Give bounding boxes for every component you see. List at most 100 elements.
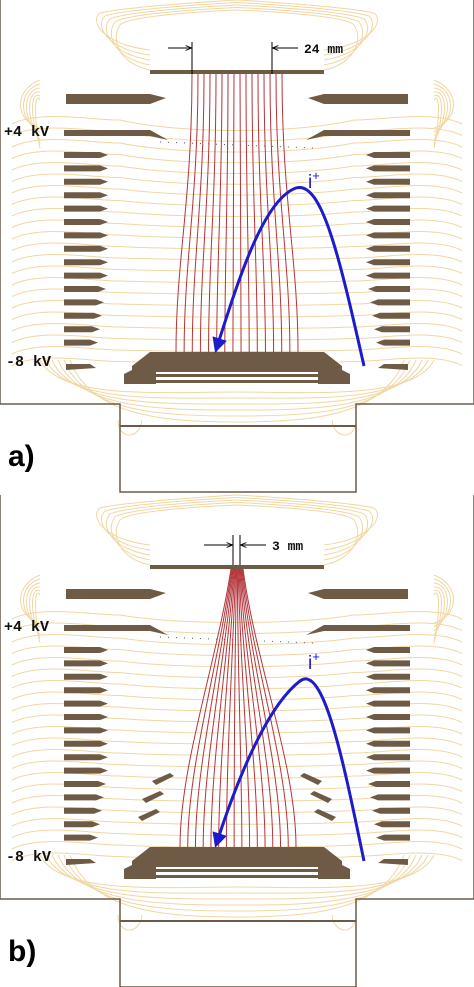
ion-trajectory bbox=[218, 568, 236, 848]
ring-electrode bbox=[64, 219, 108, 225]
equipotential-line bbox=[11, 254, 463, 263]
electrode-plate bbox=[64, 130, 168, 140]
ring-electrode bbox=[366, 714, 410, 720]
ion-path-arrow bbox=[212, 677, 366, 862]
ring-electrode bbox=[64, 152, 108, 158]
cathode-foot bbox=[124, 861, 156, 879]
ion-trajectory bbox=[183, 73, 199, 353]
ring-electrode bbox=[366, 673, 410, 680]
ring-electrode bbox=[366, 767, 410, 774]
voltage-top-label: +4 kV bbox=[4, 619, 49, 636]
electrode-tip bbox=[66, 364, 96, 370]
equipotential-line bbox=[11, 323, 463, 332]
grid-line bbox=[159, 141, 315, 149]
ring-electrode bbox=[64, 794, 104, 801]
electrode-tip bbox=[378, 859, 408, 865]
equipotential-line bbox=[236, 499, 369, 556]
electrode-tip bbox=[378, 364, 408, 370]
ion-path-arrow bbox=[212, 186, 366, 367]
panel-label: b) bbox=[8, 935, 36, 968]
equipotential-line bbox=[96, 0, 238, 51]
panel-b: +4 kV -8 kV 3 mm i+ b) bbox=[0, 494, 474, 987]
ion-trajectory bbox=[232, 73, 235, 353]
equipotential-line bbox=[433, 79, 454, 129]
equipotential-line bbox=[236, 4, 369, 61]
chamber-frame bbox=[0, 495, 474, 987]
equipotential-line bbox=[11, 622, 463, 635]
cathode-bar bbox=[156, 374, 318, 377]
equipotential-line bbox=[11, 726, 463, 735]
ring-electrode bbox=[366, 205, 410, 212]
equipotential-line bbox=[236, 0, 378, 51]
ring-electrode bbox=[366, 687, 410, 694]
equipotential-line bbox=[11, 818, 463, 827]
equipotential-line bbox=[11, 150, 463, 164]
ion-trajectory bbox=[194, 568, 234, 848]
equipotential-line bbox=[11, 611, 463, 623]
ion-trajectory bbox=[233, 568, 238, 848]
equipotential-line bbox=[11, 173, 463, 185]
ring-electrode bbox=[64, 286, 106, 292]
equipotential-line bbox=[105, 499, 238, 556]
equipotential-line bbox=[11, 265, 463, 274]
ion-label: i+ bbox=[308, 168, 320, 193]
ring-electrode bbox=[366, 647, 410, 653]
ring-electrode bbox=[366, 152, 410, 158]
ion-trajectory bbox=[251, 73, 258, 353]
ring-electrode bbox=[366, 259, 410, 266]
panel-label: a) bbox=[8, 440, 35, 473]
ring-electrode bbox=[64, 647, 108, 653]
electrode-plate bbox=[66, 94, 166, 104]
equipotential-line bbox=[117, 914, 143, 931]
ring-electrode bbox=[64, 740, 108, 747]
electrode-stack bbox=[64, 565, 410, 879]
chamber-frame bbox=[0, 0, 474, 493]
ring-electrode bbox=[366, 192, 410, 199]
ion-trajectory bbox=[210, 568, 235, 848]
cathode-foot bbox=[318, 366, 350, 384]
ring-electrode bbox=[64, 821, 100, 828]
electrode-plate bbox=[308, 94, 408, 104]
ion-trajectories bbox=[175, 73, 299, 353]
equipotential-line bbox=[11, 139, 463, 153]
ring-electrode bbox=[372, 807, 410, 814]
ring-electrode bbox=[366, 660, 410, 667]
equipotential-line bbox=[11, 657, 463, 668]
ring-electrode bbox=[64, 326, 100, 333]
equipotential-line bbox=[11, 749, 463, 758]
panel-a: +4 kV -8 kV 24 mm i+ a) bbox=[0, 0, 474, 493]
chamber-floor bbox=[120, 920, 356, 922]
equipotential-line bbox=[236, 9, 359, 71]
equipotential-line bbox=[433, 574, 454, 624]
equipotential-line bbox=[115, 9, 238, 71]
cathode-plate bbox=[132, 352, 342, 372]
ring-electrode bbox=[64, 767, 108, 774]
ring-electrode bbox=[366, 219, 410, 225]
aperture-plate bbox=[150, 70, 324, 74]
equipotential-line bbox=[11, 668, 463, 679]
equipotential-line bbox=[11, 829, 463, 838]
equipotential-line bbox=[11, 645, 463, 657]
equipotential-line bbox=[236, 2, 373, 56]
equipotential-line bbox=[11, 116, 463, 131]
equipotential-line bbox=[11, 196, 463, 207]
electrode-stack bbox=[64, 70, 410, 384]
ring-electrode bbox=[64, 807, 102, 814]
ring-electrode bbox=[64, 714, 108, 720]
ring-electrode bbox=[374, 821, 410, 828]
focusing-electrode bbox=[138, 809, 160, 821]
cathode-bar bbox=[150, 380, 324, 383]
equipotential-line bbox=[11, 680, 463, 690]
electrode-tip bbox=[66, 859, 96, 865]
equipotential-line bbox=[110, 7, 238, 66]
equipotential-line bbox=[11, 634, 463, 646]
equipotential-line bbox=[11, 346, 463, 355]
equipotential-line bbox=[11, 231, 463, 240]
dimension-label: 3 mm bbox=[272, 539, 303, 554]
equipotential-line bbox=[11, 311, 463, 320]
equipotential-line bbox=[433, 91, 445, 141]
ion-trajectory bbox=[208, 73, 217, 353]
electrode-plate bbox=[308, 589, 408, 599]
equipotential-line bbox=[110, 502, 238, 561]
equipotential-line bbox=[236, 504, 359, 566]
